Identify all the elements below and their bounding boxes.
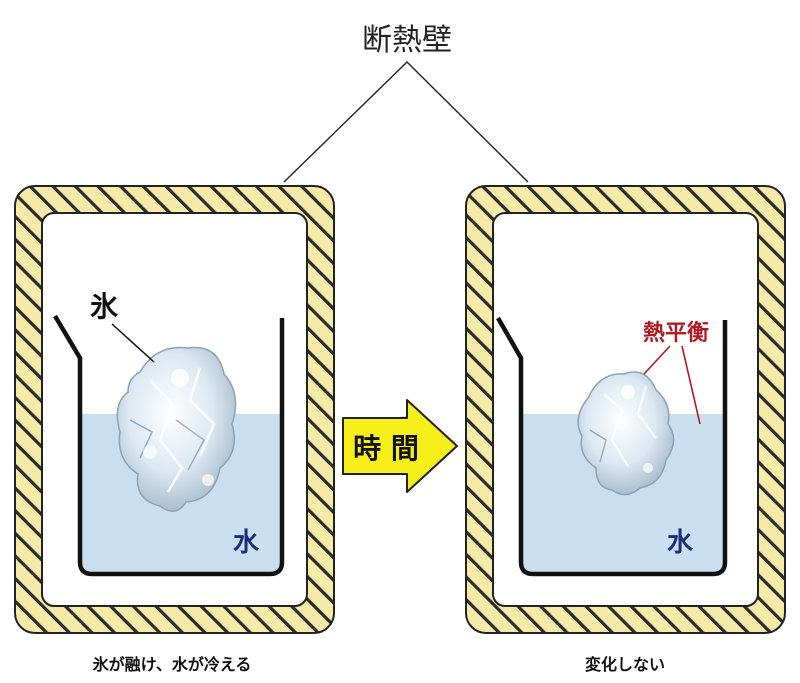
left-beaker <box>53 314 285 577</box>
equilibrium-pointer-water <box>681 345 701 425</box>
left-ice-pointer <box>111 323 155 363</box>
equilibrium-pointer-ice <box>643 345 671 375</box>
title-insulated-wall: 断熱壁 <box>362 23 452 58</box>
left-caption: 氷が融け、水が冷える <box>93 655 252 674</box>
equilibrium-label: 熱平衡 <box>643 320 709 346</box>
left-container: 氷 水 <box>14 185 335 634</box>
right-ice-chunk <box>577 371 675 496</box>
left-ice-chunk <box>116 346 237 512</box>
right-container: 熱平衡 水 <box>465 185 786 634</box>
time-arrow-shape <box>342 399 458 493</box>
time-arrow-label: 時 間 <box>353 432 419 465</box>
right-beaker <box>496 316 728 577</box>
right-water-label: 水 <box>667 528 694 558</box>
time-arrow: 時 間 <box>342 399 458 493</box>
title-pointer-lines <box>283 61 529 183</box>
left-ice-label: 氷 <box>90 290 119 323</box>
right-caption: 変化しない <box>585 655 665 674</box>
left-water-label: 水 <box>233 528 260 558</box>
